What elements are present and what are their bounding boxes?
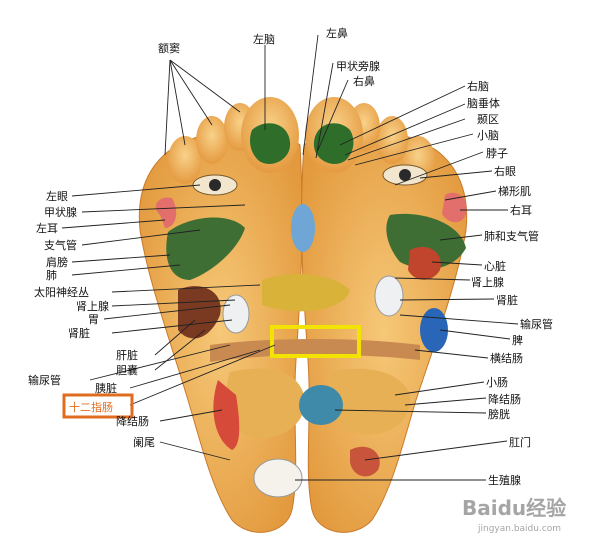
label-left-eye: 左眼 (46, 190, 68, 203)
heart-region (408, 246, 441, 280)
right-lung-region (386, 213, 466, 270)
label-lung-bronchus: 肺和支气管 (484, 229, 539, 243)
label-gonad: 生殖腺 (488, 473, 521, 487)
left-ear-region (155, 197, 177, 228)
spleen-region (420, 308, 448, 352)
bladder-region (299, 385, 343, 425)
watermark: Baidu经验 jingyan.baidu.com (462, 496, 566, 534)
label-descending-colon-left: 降结肠 (116, 414, 149, 428)
label-sinus: 额窦 (158, 42, 180, 55)
label-duodenum: 十二指肠 (69, 400, 113, 414)
right-kidney-region (374, 275, 404, 317)
label-solar-plexus: 太阳神经丛 (34, 285, 89, 299)
nose-region (291, 204, 315, 252)
label-shoulder: 肩膀 (46, 255, 68, 269)
label-pituitary: 脑垂体 (467, 96, 500, 110)
left-brain-region (250, 123, 291, 164)
labels: 额窦 左脑 左鼻 甲状旁腺 右鼻 右脑 脑垂体 颞区 小脑 脖子 右眼 梯形肌 … (28, 26, 553, 487)
label-adrenal-right: 肾上腺 (471, 275, 504, 289)
label-liver: 肝脏 (116, 349, 138, 362)
label-appendix: 阑尾 (133, 435, 155, 449)
watermark-url: jingyan.baidu.com (477, 524, 561, 534)
right-intestine-region (328, 368, 411, 435)
stomach-region (262, 274, 350, 312)
left-intestine-region (226, 368, 306, 439)
label-left-ear: 左耳 (36, 222, 58, 235)
label-kidney-left: 肾脏 (68, 327, 90, 340)
label-ureter-left: 输尿管 (28, 373, 61, 387)
label-right-eye: 右眼 (494, 164, 516, 178)
label-trapezius: 梯形肌 (498, 185, 531, 198)
label-right-nose: 右鼻 (353, 74, 375, 88)
label-transverse-colon: 横结肠 (490, 351, 523, 365)
label-right-brain: 右脑 (467, 79, 489, 93)
right-ear-region (442, 192, 467, 223)
duodenum-label-highlight (62, 393, 134, 419)
label-small-intestine: 小肠 (486, 376, 508, 389)
label-left-nose: 左鼻 (326, 26, 348, 40)
label-left-brain: 左脑 (253, 33, 275, 46)
left-kidney-region (222, 294, 250, 334)
anus-region (350, 446, 380, 477)
label-spleen: 脾 (512, 333, 523, 347)
label-stomach: 胃 (88, 313, 99, 326)
label-gallbladder: 胆囊 (116, 363, 138, 377)
label-ureter-right: 输尿管 (520, 317, 553, 331)
label-kidney-right: 肾脏 (496, 294, 518, 307)
left-lung-region (166, 217, 245, 280)
label-lung: 肺 (46, 269, 57, 282)
watermark-brand: Baidu经验 (462, 496, 566, 520)
label-adrenal-left: 肾上腺 (76, 299, 109, 313)
label-anus: 肛门 (509, 435, 531, 449)
label-heart: 心脏 (484, 260, 506, 273)
organ-regions (155, 123, 467, 498)
transverse-colon-region (210, 338, 420, 362)
left-eye-region (209, 179, 221, 191)
label-neck: 脖子 (486, 147, 508, 160)
duodenum-highlight-box (270, 325, 361, 358)
right-brain-region (313, 123, 354, 164)
label-parathyroid: 甲状旁腺 (336, 59, 380, 73)
label-descending-colon-right: 降结肠 (488, 392, 521, 406)
label-temple: 颞区 (477, 113, 499, 126)
label-pancreas: 胰脏 (95, 381, 117, 395)
label-bladder: 膀胱 (488, 407, 510, 421)
gonad-region (253, 458, 303, 498)
leader-lines (61, 34, 519, 481)
right-eye-region (399, 169, 411, 181)
label-cerebellum: 小脑 (477, 129, 499, 142)
label-right-ear: 右耳 (510, 203, 532, 217)
label-thyroid: 甲状腺 (44, 205, 77, 219)
descending-colon-region (213, 380, 240, 450)
label-bronchus: 支气管 (44, 238, 77, 252)
